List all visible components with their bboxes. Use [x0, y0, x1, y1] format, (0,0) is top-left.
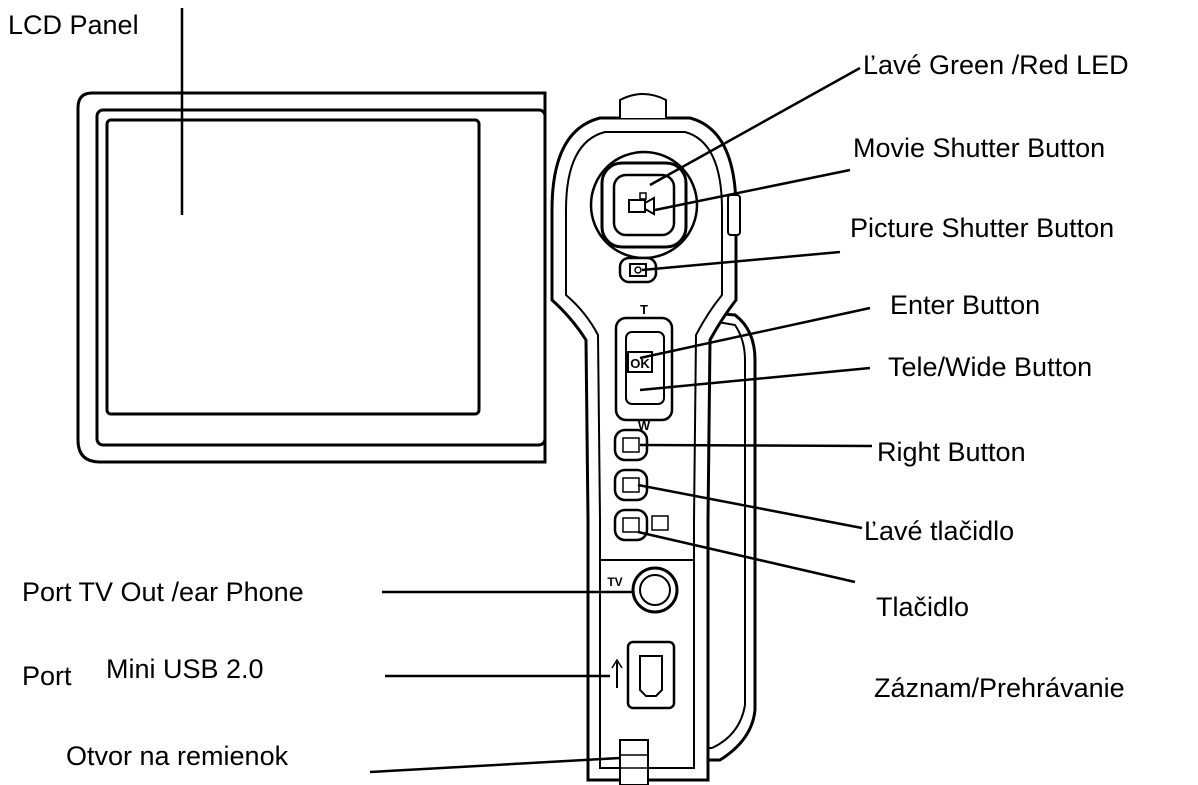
label-usb-name: Mini USB 2.0	[106, 654, 264, 684]
label-record-play-2: Záznam/Prehrávanie	[874, 673, 1125, 703]
leader-right	[639, 443, 873, 448]
wide-mark: W	[638, 418, 651, 433]
movie-shutter-button[interactable]	[589, 150, 699, 260]
leader-led	[649, 66, 861, 187]
label-tv-out: Port TV Out /ear Phone	[22, 577, 304, 607]
label-strap: Otvor na remienok	[66, 741, 289, 771]
lcd-panel	[76, 91, 547, 464]
tv-mark: TV	[607, 575, 622, 589]
tele-mark: T	[640, 302, 648, 317]
left-button[interactable]	[613, 468, 649, 502]
label-tele-wide: Tele/Wide Button	[888, 352, 1093, 382]
ok-mark: OK	[630, 356, 650, 371]
video-camera-icon	[628, 192, 655, 216]
tv-out-port[interactable]: TV	[607, 566, 679, 614]
leader-movie	[654, 168, 851, 212]
leader-strap	[369, 756, 621, 774]
leader-record	[637, 530, 856, 584]
label-usb-port: Port	[22, 661, 72, 691]
label-right: Right Button	[877, 437, 1026, 467]
label-movie-shutter: Movie Shutter Button	[853, 133, 1106, 163]
leader-lines	[180, 8, 873, 774]
label-left: Ľavé tlačidlo	[864, 516, 1015, 546]
label-led: Ľavé Green /Red LED	[863, 50, 1129, 80]
leader-left	[637, 483, 863, 530]
label-record-play-1: Tlačidlo	[876, 592, 970, 622]
usb-icon	[611, 658, 623, 688]
leader-enter	[639, 306, 871, 360]
mini-usb-port[interactable]	[611, 640, 676, 710]
label-picture-shutter: Picture Shutter Button	[850, 213, 1115, 243]
enter-button[interactable]: OK	[627, 351, 653, 373]
leader-picture	[641, 250, 841, 272]
leader-telewide	[639, 366, 871, 392]
label-enter: Enter Button	[890, 290, 1041, 320]
label-lcd-panel: LCD Panel	[8, 10, 139, 40]
